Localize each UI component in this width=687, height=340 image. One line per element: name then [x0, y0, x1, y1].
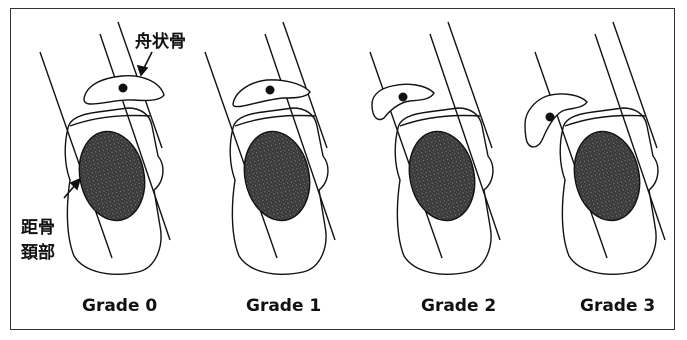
grade-label-2: Grade 2 [421, 296, 496, 316]
grade-1-panel [205, 22, 335, 274]
grade-0-panel [40, 22, 170, 274]
grade-label-3: Grade 3 [580, 296, 655, 316]
grade-2-panel [370, 22, 500, 274]
talar-neck-label-line2: 頚部 [21, 238, 55, 263]
joint-curve [235, 115, 315, 126]
grade-label-1: Grade 1 [246, 296, 321, 316]
joint-curve [70, 115, 150, 126]
talar-neck-ellipse [71, 125, 152, 226]
navicular-dot [546, 113, 555, 122]
joint-curve [400, 115, 480, 126]
navicular-dot [119, 84, 128, 93]
talar-neck-ellipse [236, 125, 317, 226]
talar-neck-ellipse [566, 125, 647, 226]
navicular-dot [399, 93, 408, 102]
navicular-shape [372, 84, 434, 119]
axis-line [613, 22, 657, 148]
talar-neck-arrow [64, 179, 80, 198]
navicular-dot [266, 86, 275, 95]
grade-3-panel [525, 22, 665, 274]
talar-neck-ellipse [401, 125, 482, 226]
navicular-arrow [138, 52, 152, 75]
grade-label-0: Grade 0 [82, 296, 157, 316]
talar-neck-label-line1: 距骨 [21, 213, 55, 238]
navicular-label: 舟状骨 [135, 27, 186, 52]
navicular-shape [525, 94, 587, 147]
axis-line [448, 22, 492, 148]
joint-curve [565, 115, 645, 126]
